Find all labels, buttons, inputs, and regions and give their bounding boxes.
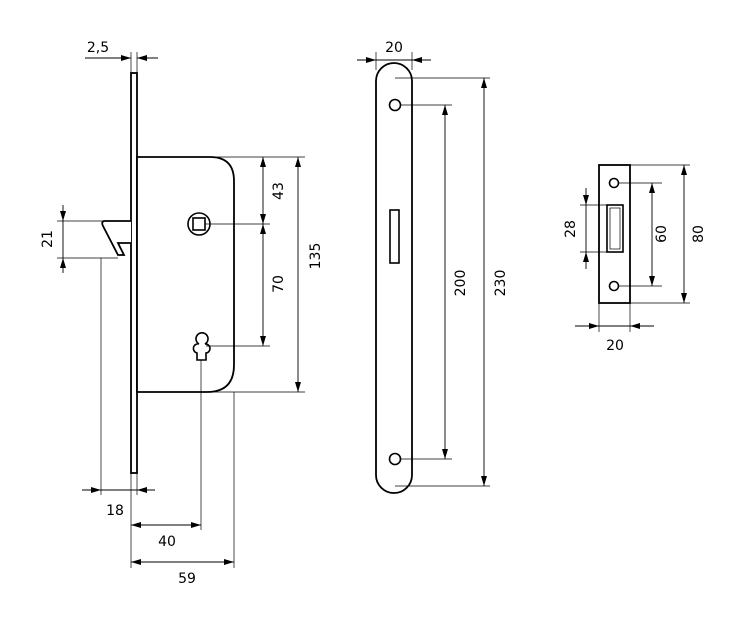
label-strike-hole-spacing: 60 [654,225,670,243]
dim-backset-offset [82,487,155,493]
label-strike-opening: 28 [563,220,579,238]
label-backset-offset: 18 [106,503,124,519]
dim-case-depth [131,559,234,565]
hook-latch [101,220,131,256]
label-latch-height: 21 [40,230,56,248]
forend-latch-slot [389,209,400,264]
dim-strike-hole-spacing [649,183,655,286]
dim-strike-width [575,323,654,329]
lock-side-view: 2,5 21 18 40 59 43 70 135 [40,40,324,587]
label-spindle-to-keyhole: 70 [271,275,287,293]
label-forend-length: 230 [493,270,509,297]
dim-spindle-to-keyhole [260,224,266,346]
dim-forend-length [481,78,487,486]
lock-case [136,156,235,393]
forend-plate-view: 20 200 230 [357,40,509,494]
dim-spindle-to-top [260,157,266,224]
label-hole-spacing: 200 [453,270,469,297]
keyhole [192,332,211,361]
label-spindle-to-top: 43 [271,182,287,200]
strike-opening [606,204,624,253]
extension-lines [57,52,305,568]
label-case-height: 135 [308,243,324,270]
extension-lines-strike [580,164,690,332]
strike-top-screw-hole [608,177,620,189]
extension-lines-forend [375,52,490,487]
dim-faceplate-thickness [85,55,158,61]
strike-bottom-screw-hole [608,280,620,292]
dim-case-height [295,157,301,392]
label-strike-height: 80 [691,225,707,243]
forend-top-screw-hole [388,98,402,112]
label-faceplate-thickness: 2,5 [87,40,109,56]
label-keyhole-backset: 40 [158,534,176,550]
forend-bottom-screw-hole [388,452,402,466]
dim-forend-width [357,57,431,63]
dim-hole-spacing [442,105,448,459]
label-strike-width: 20 [606,338,624,354]
label-case-depth: 59 [178,571,196,587]
strike-opening-inner [609,207,621,250]
forend-plate [375,62,413,494]
dim-strike-opening [583,188,589,269]
label-forend-width: 20 [385,40,403,56]
dim-keyhole-backset [131,522,201,528]
strike-plate-view: 28 60 80 20 [563,164,707,354]
dim-strike-height [681,165,687,303]
dim-latch-height [60,205,66,273]
